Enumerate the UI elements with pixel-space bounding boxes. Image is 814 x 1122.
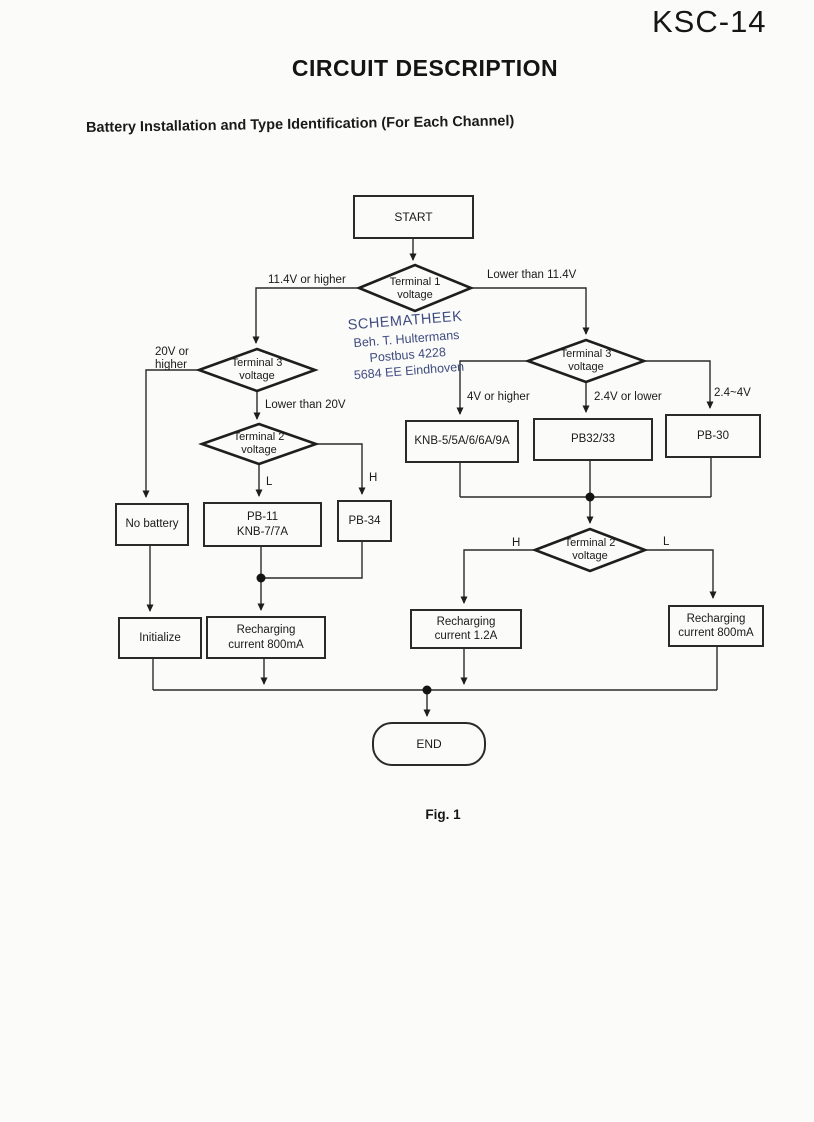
edge-label-lower-than-20v: Lower than 20V: [265, 399, 346, 411]
edge-label-lower-than-11-4v: Lower than 11.4V: [487, 269, 577, 281]
pb32-33-node: PB32/33: [533, 418, 653, 461]
knb5-node: KNB-5/5A/6/6A/9A: [405, 420, 519, 463]
edge-t3r-knb: [456, 360, 528, 415]
terminal3-right-diamond: [524, 338, 648, 384]
edge-t1-t3right: [471, 287, 590, 335]
start-node: START: [353, 195, 474, 239]
edge-label-t2r-low: L: [663, 536, 670, 548]
terminal1-diamond: [355, 263, 475, 313]
terminal2-right-diamond: [531, 527, 649, 573]
junction-dot-bottom: [422, 685, 432, 695]
edge-t2r-recharge800r: [645, 549, 717, 599]
recharging-1-2a-node: Recharging current 1.2A: [410, 609, 522, 649]
edge-label-t2l-low: L: [266, 476, 273, 488]
edge-label-2-4v-or-lower: 2.4V or lower: [594, 391, 662, 403]
junction-dot-left: [256, 573, 266, 583]
figure-caption: Fig. 1: [425, 807, 461, 822]
recharging-800ma-left-node: Recharging current 800mA: [206, 616, 326, 659]
end-node: END: [372, 722, 486, 766]
terminal3-left-diamond: [195, 347, 319, 393]
model-number: KSC-14: [652, 4, 767, 39]
pb11-knb7-node: PB-11 KNB-7/7A: [203, 502, 322, 547]
pb34-node: PB-34: [337, 500, 392, 542]
junction-dot-right: [585, 492, 595, 502]
terminal2-left-diamond: [198, 422, 320, 466]
edge-pb34-junction: [264, 538, 363, 579]
edge-t3r-pb30: [644, 360, 714, 409]
edge-label-11-4v-or-higher: 11.4V or higher: [268, 274, 346, 286]
edge-label-t2r-high: H: [512, 537, 521, 549]
pb30-node: PB-30: [665, 414, 761, 458]
edge-t2l-pb34: [316, 443, 366, 495]
page-title: CIRCUIT DESCRIPTION: [291, 55, 559, 81]
library-stamp: SCHEMATHEEK Beh. T. Hultermans Postbus 4…: [334, 307, 481, 386]
initialize-node: Initialize: [118, 617, 202, 659]
edge-t3l-nobattery: [142, 369, 199, 498]
edge-t1-t3left: [252, 287, 359, 344]
edge-label-20v-or-higher: 20V or higher: [155, 346, 189, 372]
edge-t2r-recharge12: [460, 549, 535, 604]
no-battery-node: No battery: [115, 503, 189, 546]
edge-label-2-4-to-4v: 2.4~4V: [714, 387, 751, 399]
edge-label-4v-or-higher: 4V or higher: [467, 391, 530, 403]
edge-label-t2l-high: H: [369, 472, 378, 484]
recharging-800ma-right-node: Recharging current 800mA: [668, 605, 764, 647]
